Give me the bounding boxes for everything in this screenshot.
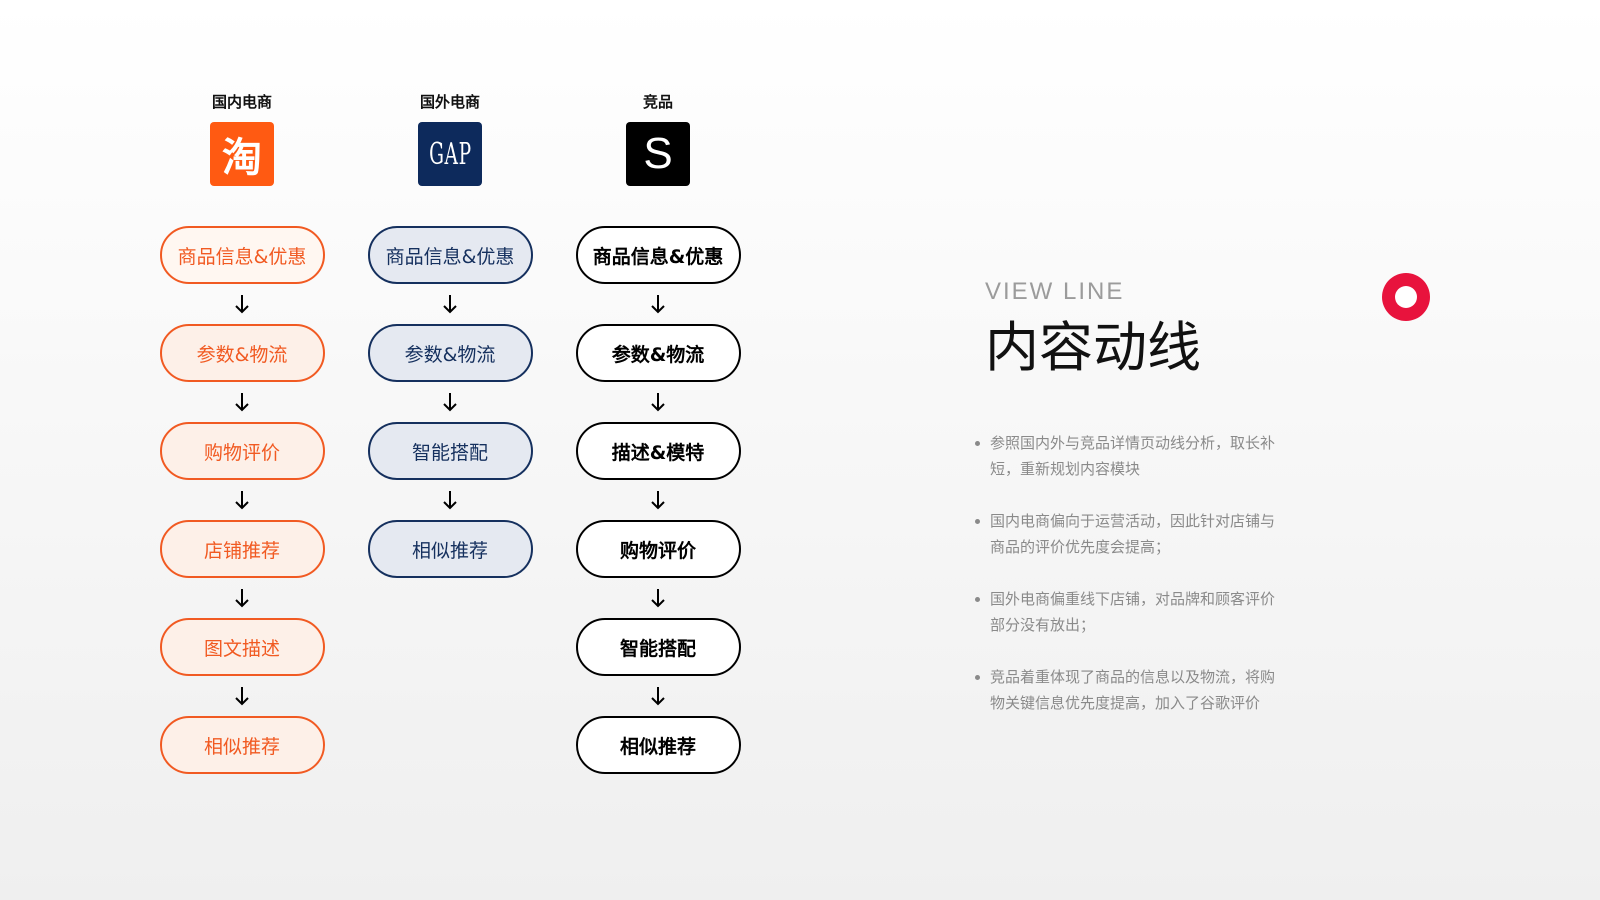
- column-title: 竞品: [642, 93, 673, 111]
- arrow-down-icon: [232, 480, 252, 520]
- flow-step: 参数&物流: [159, 324, 325, 382]
- flow-step: 购物评价: [575, 520, 741, 578]
- section-title: 内容动线: [985, 316, 1201, 379]
- section-subtitle: VIEW LINE: [985, 278, 1125, 305]
- flow-step: 相似推荐: [367, 520, 533, 578]
- flow-step: 图文描述: [159, 618, 325, 676]
- bullet-list: 参照国内外与竞品详情页动线分析，取长补短，重新规划内容模块 国内电商偏向于运营活…: [975, 430, 1280, 742]
- arrow-down-icon: [440, 480, 460, 520]
- column-domestic: 国内电商 淘 商品信息&优惠 参数&物流 购物评价 店铺推荐 图文描述 相似推荐: [157, 92, 327, 774]
- arrow-down-icon: [232, 284, 252, 324]
- bullet-item: 国外电商偏重线下店铺，对品牌和顾客评价部分没有放出；: [975, 586, 1280, 638]
- flow-step: 商品信息&优惠: [159, 226, 325, 284]
- taobao-logo-icon: 淘: [210, 122, 274, 186]
- column-title: 国外电商: [419, 93, 480, 111]
- s-logo-glyph: S: [643, 129, 673, 178]
- flow-step: 购物评价: [159, 422, 325, 480]
- flow-step: 店铺推荐: [159, 520, 325, 578]
- bullet-item: 参照国内外与竞品详情页动线分析，取长补短，重新规划内容模块: [975, 430, 1280, 482]
- column-competitor: 竞品 S 商品信息&优惠 参数&物流 描述&模特 购物评价 智能搭配 相似推荐: [573, 92, 743, 774]
- arrow-down-icon: [648, 480, 668, 520]
- flow-list: 商品信息&优惠 参数&物流 描述&模特 购物评价 智能搭配 相似推荐: [575, 226, 741, 774]
- gap-logo-glyph: GAP: [428, 136, 472, 172]
- flow-step: 描述&模特: [575, 422, 741, 480]
- flow-list: 商品信息&优惠 参数&物流 智能搭配 相似推荐: [367, 226, 533, 578]
- arrow-down-icon: [648, 382, 668, 422]
- flow-step: 智能搭配: [367, 422, 533, 480]
- flow-list: 商品信息&优惠 参数&物流 购物评价 店铺推荐 图文描述 相似推荐: [159, 226, 325, 774]
- taobao-logo-glyph: 淘: [222, 135, 262, 181]
- s-logo-icon: S: [626, 122, 690, 186]
- arrow-down-icon: [440, 284, 460, 324]
- arrow-down-icon: [648, 578, 668, 618]
- arrow-down-icon: [232, 676, 252, 716]
- flow-step: 商品信息&优惠: [575, 226, 741, 284]
- gap-logo-icon: GAP: [418, 122, 482, 186]
- arrow-down-icon: [648, 284, 668, 324]
- ring-icon: [1382, 273, 1430, 321]
- flow-step: 相似推荐: [575, 716, 741, 774]
- flow-step: 相似推荐: [159, 716, 325, 774]
- flow-step: 商品信息&优惠: [367, 226, 533, 284]
- flow-step: 参数&物流: [367, 324, 533, 382]
- arrow-down-icon: [440, 382, 460, 422]
- bullet-item: 国内电商偏向于运营活动，因此针对店铺与商品的评价优先度会提高；: [975, 508, 1280, 560]
- flow-step: 智能搭配: [575, 618, 741, 676]
- column-foreign: 国外电商 GAP 商品信息&优惠 参数&物流 智能搭配 相似推荐: [365, 92, 535, 578]
- arrow-down-icon: [232, 578, 252, 618]
- flow-step: 参数&物流: [575, 324, 741, 382]
- arrow-down-icon: [232, 382, 252, 422]
- arrow-down-icon: [648, 676, 668, 716]
- bullet-item: 竞品着重体现了商品的信息以及物流，将购物关键信息优先度提高，加入了谷歌评价: [975, 664, 1280, 716]
- column-title: 国内电商: [211, 93, 272, 111]
